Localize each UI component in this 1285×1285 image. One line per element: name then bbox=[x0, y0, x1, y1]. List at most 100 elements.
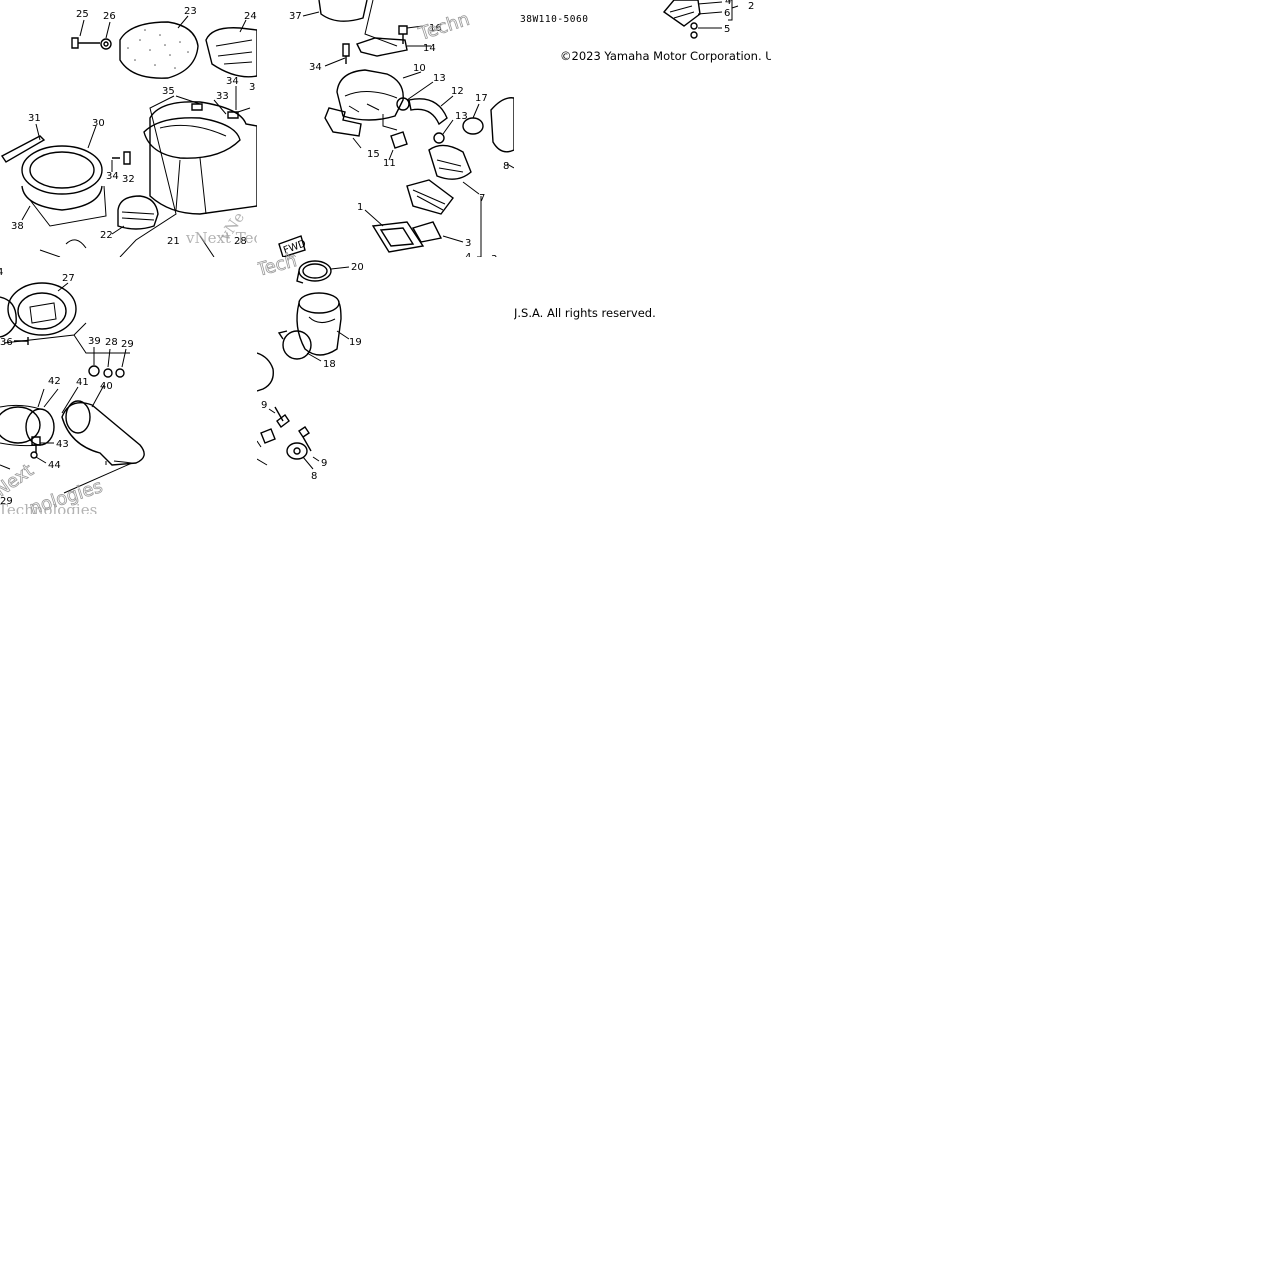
part-label: 30 bbox=[92, 118, 105, 129]
part-label: 4 bbox=[465, 252, 471, 257]
washer-shape bbox=[101, 39, 111, 49]
part-label: 31 bbox=[28, 113, 41, 124]
part-label: 20 bbox=[351, 262, 364, 273]
part-label: 22 bbox=[100, 230, 113, 241]
parts-drawing-intake-elbow: 20 19 18 9 9 8 Tech bbox=[257, 257, 364, 482]
part-label: 42 bbox=[48, 376, 61, 387]
parts-drawing-reed-valve: FWD 37 34 10 16 14 13 12 13 17 15 11 8 1… bbox=[257, 0, 514, 257]
cover-part-shape bbox=[319, 0, 367, 21]
diagram-tile-top-middle: FWD 37 34 10 16 14 13 12 13 17 15 11 8 1… bbox=[257, 0, 514, 257]
part-label: 9 bbox=[261, 400, 267, 411]
part-label: 24 bbox=[244, 11, 257, 22]
part-label: 34 bbox=[106, 171, 119, 182]
part-label: 6 bbox=[724, 8, 730, 19]
part-label: 40 bbox=[100, 381, 113, 392]
part-label: 43 bbox=[56, 439, 69, 450]
part-label: 16 bbox=[429, 23, 442, 34]
parts-drawing-intake-joint: 27 4 36 39 28 29 42 41 40 43 44 29 Next … bbox=[0, 267, 257, 514]
part-label: 26 bbox=[103, 11, 116, 22]
part-label: 25 bbox=[76, 9, 89, 20]
part-label: 11 bbox=[383, 158, 396, 169]
intake-box-shape bbox=[337, 70, 403, 120]
part-label: 27 bbox=[62, 273, 75, 284]
part-label: 15 bbox=[367, 149, 380, 160]
watermark-text: vNext Tec bbox=[185, 229, 257, 247]
nut-39-shape bbox=[89, 366, 99, 376]
part-label: 18 bbox=[323, 359, 336, 370]
part-label: 41 bbox=[76, 377, 89, 388]
part-label: 10 bbox=[413, 63, 426, 74]
part-label: 32 bbox=[122, 174, 135, 185]
diagram-code: 38W110-5060 bbox=[520, 14, 588, 25]
part-label: 37 bbox=[289, 11, 302, 22]
copyright-line-1: ©2023 Yamaha Motor Corporation. U bbox=[560, 49, 771, 63]
seal-shape bbox=[22, 186, 102, 210]
hose-clamp-shape bbox=[397, 98, 409, 110]
part-label: 14 bbox=[423, 43, 436, 54]
small-filter-shape bbox=[118, 196, 158, 229]
part-label: 34 bbox=[226, 76, 239, 87]
diagram-tile-top-left: 25 26 23 24 35 33 34 3 31 30 34 32 38 22… bbox=[0, 0, 257, 257]
diagram-tile-bottom-middle: 20 19 18 9 9 8 Tech bbox=[257, 257, 514, 514]
part-label: 5 bbox=[724, 24, 730, 35]
watermark-text: Next bbox=[0, 460, 38, 501]
part-label: 13 bbox=[433, 73, 446, 84]
part-label: 19 bbox=[349, 337, 362, 348]
part-label: 38 bbox=[11, 221, 24, 232]
clip-strap-shape bbox=[2, 136, 44, 162]
intake-tube-shape bbox=[491, 98, 514, 152]
fwd-plate-shape bbox=[279, 236, 305, 257]
part-label: 21 bbox=[167, 236, 180, 247]
reed-detail-shape bbox=[664, 0, 700, 26]
reed-block-shape bbox=[407, 180, 453, 214]
part-label: 2 bbox=[748, 1, 754, 12]
part-label: 8 bbox=[311, 471, 317, 482]
reed-valve-shape bbox=[429, 145, 471, 179]
part-label: 9 bbox=[321, 458, 327, 469]
parts-drawing-air-filter: 25 26 23 24 35 33 34 3 31 30 34 32 38 22… bbox=[0, 6, 257, 257]
part-label: 3 bbox=[249, 82, 255, 93]
watermark-text: Techn bbox=[416, 9, 473, 45]
part-label: 17 bbox=[475, 93, 488, 104]
watermark-text: Tech bbox=[257, 248, 301, 257]
part-label: 4 bbox=[0, 267, 3, 278]
part-label: 28 bbox=[234, 236, 247, 247]
airbox-shape bbox=[150, 102, 257, 214]
cover-outer-shape bbox=[22, 146, 102, 194]
part-label: 36 bbox=[0, 337, 13, 348]
parts-drawing-reed-detail: 4 2 6 5 38W110-5060 bbox=[520, 0, 754, 40]
part-label: 7 bbox=[479, 193, 485, 204]
copyright-line-2: J.S.A. All rights reserved. bbox=[514, 306, 656, 320]
part-label: 33 bbox=[216, 91, 229, 102]
part-label: 3 bbox=[465, 238, 471, 249]
filter-element-shape bbox=[120, 22, 198, 78]
diagram-tile-top-right: 4 2 6 5 38W110-5060 ©2023 Yamaha Motor C… bbox=[514, 0, 771, 257]
part-label: 39 bbox=[88, 336, 101, 347]
bracket-shape bbox=[357, 38, 407, 56]
bracket-8-shape bbox=[287, 443, 307, 459]
intake-duct-shape bbox=[62, 403, 144, 465]
part-label: 4 bbox=[725, 0, 731, 7]
filter-cage-shape bbox=[206, 28, 257, 77]
intake-elbow-shape bbox=[299, 293, 339, 313]
part-label: 35 bbox=[162, 86, 175, 97]
part-label: 1 bbox=[357, 202, 363, 213]
bolt-shape bbox=[72, 38, 100, 48]
clamp-18-shape bbox=[283, 331, 311, 359]
gasket-shape bbox=[373, 222, 423, 252]
watermark-text: Technologies bbox=[0, 501, 97, 514]
part-label: 34 bbox=[309, 62, 322, 73]
diagram-tile-bottom-left: 27 4 36 39 28 29 42 41 40 43 44 29 Next … bbox=[0, 257, 257, 514]
part-label: 44 bbox=[48, 460, 61, 471]
part-label: 23 bbox=[184, 6, 197, 17]
part-label: 3 bbox=[491, 254, 497, 257]
part-label: 28 bbox=[105, 337, 118, 348]
bracket-15-shape bbox=[325, 108, 361, 136]
part-label: 8 bbox=[503, 161, 509, 172]
watermark-text: Tech bbox=[257, 257, 299, 281]
joint-42-shape bbox=[0, 407, 40, 443]
part-label: 29 bbox=[121, 339, 134, 350]
hose-shape bbox=[409, 99, 447, 124]
part-label: 12 bbox=[451, 86, 464, 97]
part-label: 29 bbox=[0, 496, 13, 507]
